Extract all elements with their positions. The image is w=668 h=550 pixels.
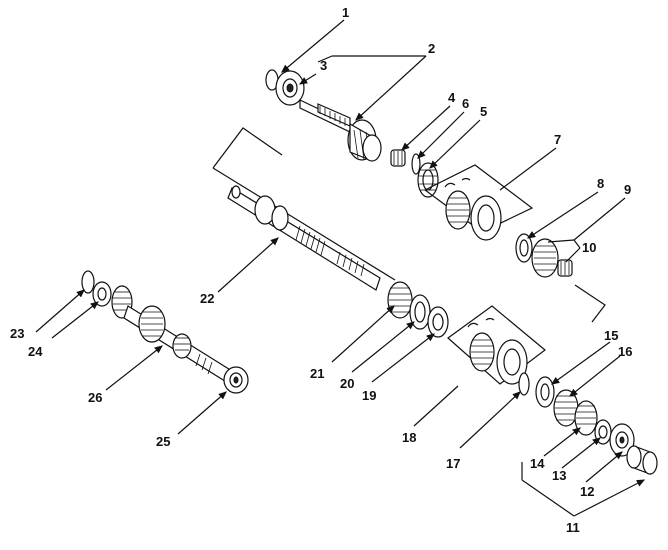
gear-16 (553, 389, 579, 427)
synchro-ring-8 (515, 233, 533, 263)
bearing-3 (275, 70, 305, 106)
callout-15: 15 (604, 328, 618, 343)
callout-5: 5 (480, 104, 487, 119)
callout-4: 4 (448, 90, 456, 105)
snap-ring-6 (411, 153, 421, 175)
gear-21 (387, 281, 413, 319)
bearing-25 (223, 366, 249, 394)
callout-23: 23 (10, 326, 24, 341)
callout-9: 9 (624, 182, 631, 197)
input-shaft-2 (299, 99, 382, 162)
snap-ring-17 (518, 372, 530, 396)
callout-19: 19 (362, 388, 376, 403)
callout-6: 6 (462, 96, 469, 111)
leader-lines (35, 19, 646, 517)
synchronizer-box-18 (447, 305, 546, 385)
sleeve-11 (626, 445, 658, 475)
mainshaft-frame (212, 127, 606, 323)
callout-2: 2 (428, 41, 435, 56)
gear-9 (531, 238, 559, 278)
callout-24: 24 (28, 344, 43, 359)
callout-22: 22 (200, 291, 214, 306)
callout-labels: 1 2 3 4 5 6 7 8 9 10 11 12 13 14 15 16 1… (10, 5, 632, 535)
needle-bearing-4 (390, 149, 406, 167)
mainshaft-22 (227, 185, 381, 291)
callout-12: 12 (580, 484, 594, 499)
synchro-ring-15 (535, 376, 555, 408)
callout-26: 26 (88, 390, 102, 405)
callout-3: 3 (320, 58, 327, 73)
callout-21: 21 (310, 366, 324, 381)
needle-bearing-10 (557, 259, 573, 277)
callout-18: 18 (402, 430, 416, 445)
synchronizer-box-7 (423, 164, 534, 241)
callout-25: 25 (156, 434, 170, 449)
callout-16: 16 (618, 344, 632, 359)
callout-20: 20 (340, 376, 354, 391)
callout-8: 8 (597, 176, 604, 191)
callout-11: 11 (566, 520, 580, 535)
bearing-24 (92, 281, 112, 307)
callout-17: 17 (446, 456, 460, 471)
countershaft-26 (111, 285, 241, 389)
ring-19 (427, 306, 449, 338)
synchro-ring-5 (417, 162, 439, 198)
callout-10: 10 (582, 240, 596, 255)
callout-14: 14 (530, 456, 545, 471)
callout-1: 1 (342, 5, 349, 20)
synchro-ring-20 (409, 294, 431, 330)
snap-ring-23 (81, 270, 95, 294)
gear-14 (574, 400, 598, 436)
callout-7: 7 (554, 132, 561, 147)
callout-13: 13 (552, 468, 566, 483)
